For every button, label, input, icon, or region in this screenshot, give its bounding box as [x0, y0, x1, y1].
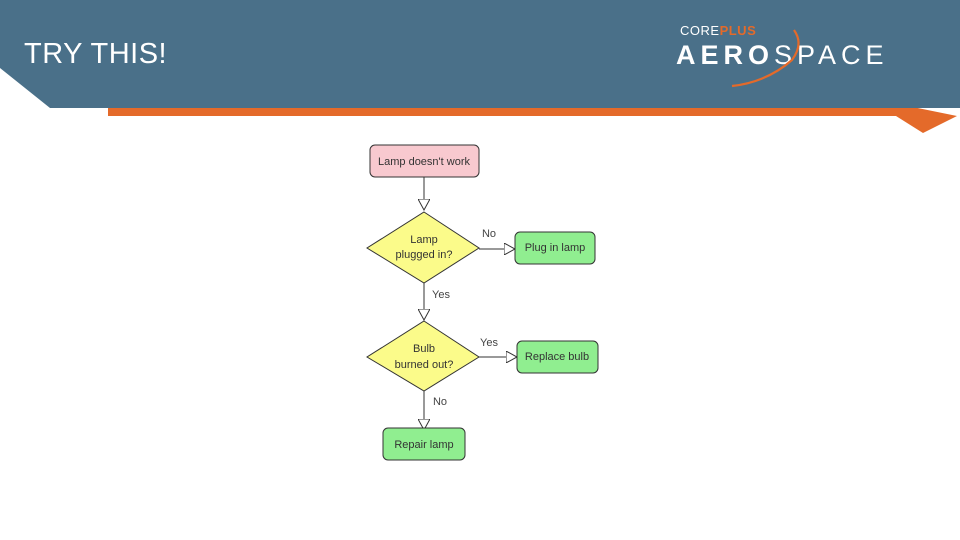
decision2-line1: Bulb	[413, 343, 435, 355]
action-node-repair-lamp: Repair lamp	[382, 427, 466, 461]
logo-top-word-2: PLUS	[719, 23, 757, 38]
header-blue-background	[0, 0, 960, 108]
slide-title: TRY THIS!	[24, 38, 168, 70]
decision-node-burned-out: Bulb burned out?	[366, 320, 480, 392]
coreplus-aerospace-logo: COREPLUS AEROSPACE	[672, 18, 934, 92]
edge-label-decision1-no: No	[482, 228, 496, 240]
header-band	[0, 0, 960, 133]
logo-main-line: AEROSPACE	[676, 40, 889, 70]
logo-main-word-2: SPACE	[774, 40, 889, 70]
logo-main-word-1: AERO	[676, 40, 775, 70]
edge-label-decision2-yes: Yes	[480, 337, 498, 349]
decision2-line2: burned out?	[395, 359, 454, 371]
logo-top-line: COREPLUS	[680, 23, 756, 38]
action3-label: Repair lamp	[394, 439, 453, 451]
lamp-troubleshooting-flowchart: Lamp doesn't work Lamp plugged in? Plug …	[366, 144, 599, 461]
start-node: Lamp doesn't work	[369, 144, 480, 178]
decision-node-plugged-in: Lamp plugged in?	[366, 211, 480, 284]
decision1-line1: Lamp	[410, 234, 438, 246]
action1-label: Plug in lamp	[525, 242, 586, 254]
edge-label-decision2-no: No	[433, 396, 447, 408]
edge-label-decision1-yes: Yes	[432, 289, 450, 301]
action2-label: Replace bulb	[525, 351, 589, 363]
logo-orbit-swoosh-icon	[731, 29, 800, 88]
decision1-line2: plugged in?	[396, 249, 453, 261]
logo-top-word-1: CORE	[680, 23, 720, 38]
action-node-replace-bulb: Replace bulb	[516, 340, 599, 374]
start-node-label: Lamp doesn't work	[378, 156, 470, 168]
header-orange-underline	[108, 104, 957, 133]
action-node-plug-in: Plug in lamp	[514, 231, 596, 265]
